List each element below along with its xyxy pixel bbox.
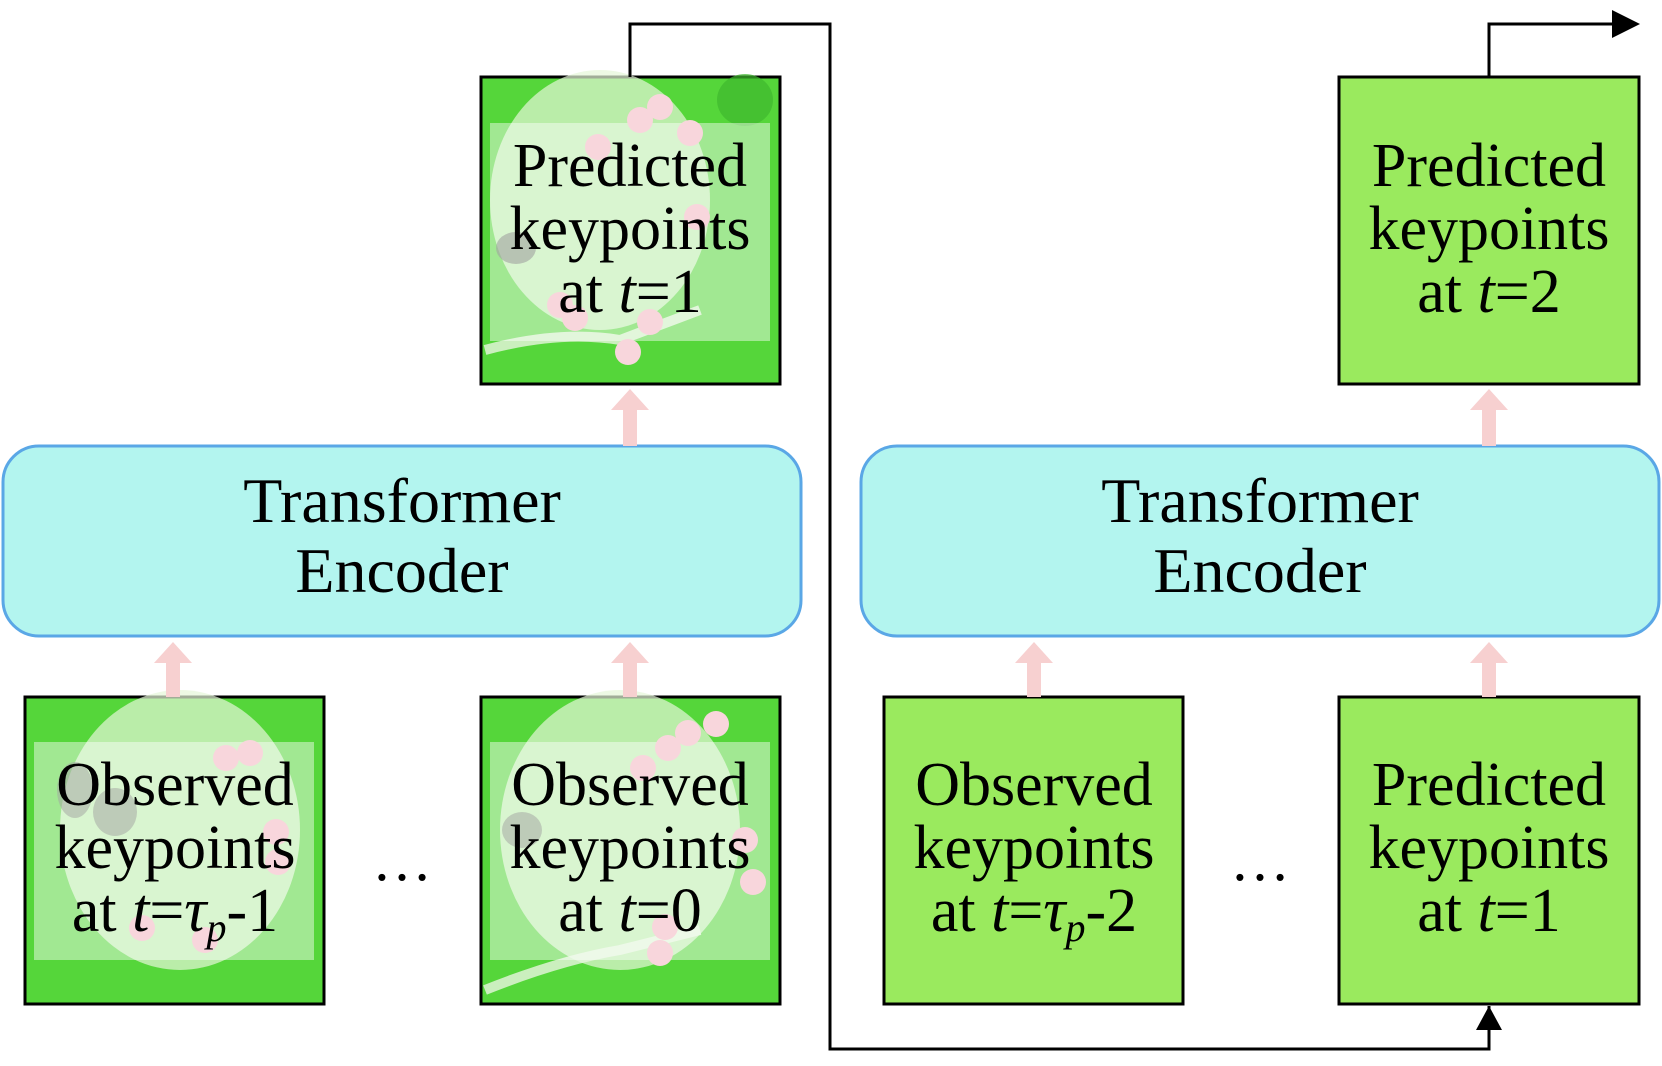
box-line3: at t=2 bbox=[1417, 258, 1560, 326]
up-arrows bbox=[154, 389, 1508, 697]
tail-shape bbox=[483, 305, 702, 355]
feedback-connector bbox=[628, 22, 1491, 1051]
mouse-eye bbox=[496, 232, 536, 264]
box-line1: Observed bbox=[56, 751, 294, 819]
box-line1: Predicted bbox=[1372, 751, 1606, 819]
right-input-box-1: Observed keypoints at t=τp-2 bbox=[882, 695, 1185, 1006]
keypoint-dots bbox=[129, 740, 291, 953]
up-arrow bbox=[611, 389, 649, 446]
ellipsis-right: … bbox=[1230, 827, 1290, 893]
box-line1: Predicted bbox=[1372, 132, 1606, 200]
mouse-body bbox=[490, 70, 710, 330]
left-input-box-2: Observed keypoints at t=0 bbox=[479, 690, 782, 1006]
cage-hole bbox=[717, 74, 773, 126]
encoder-line2: Encoder bbox=[295, 535, 508, 606]
left-output-box: Predicted keypoints at t=1 bbox=[479, 70, 782, 386]
box-line2: keypoints bbox=[913, 814, 1154, 882]
up-arrow bbox=[1470, 389, 1508, 446]
box-line2: keypoints bbox=[509, 195, 750, 263]
left-input-box-1: Observed keypoints at t=τp-1 bbox=[23, 690, 326, 1006]
right-input-box-2: Predicted keypoints at t=1 bbox=[1337, 695, 1641, 1006]
mouse-body bbox=[500, 690, 740, 970]
up-arrow bbox=[1470, 642, 1508, 697]
encoder-line1: Transformer bbox=[243, 465, 561, 536]
keypoint-dots bbox=[630, 711, 766, 966]
box-line3: at t=0 bbox=[558, 877, 701, 945]
box-line2: keypoints bbox=[509, 814, 750, 882]
box-line1: Observed bbox=[511, 751, 749, 819]
mouse-eye bbox=[502, 812, 542, 848]
up-arrow bbox=[154, 642, 192, 697]
mouse-eye bbox=[93, 788, 137, 836]
mouse-ear bbox=[57, 762, 93, 818]
transformer-encoder-left: Transformer Encoder bbox=[1, 444, 803, 638]
encoder-line2: Encoder bbox=[1153, 535, 1366, 606]
up-arrow bbox=[1015, 642, 1053, 697]
ellipsis-left: … bbox=[372, 827, 432, 893]
box-line3: at t=τp-1 bbox=[72, 877, 278, 950]
box-line3: at t=1 bbox=[1417, 877, 1560, 945]
right-output-box: Predicted keypoints at t=2 bbox=[1337, 75, 1641, 386]
up-arrow bbox=[611, 642, 649, 697]
box-line2: keypoints bbox=[54, 814, 295, 882]
output-connector bbox=[1487, 22, 1612, 77]
box-line3: at t=1 bbox=[558, 258, 701, 326]
keypoint-dots bbox=[547, 94, 710, 365]
encoder-line1: Transformer bbox=[1101, 465, 1419, 536]
box-line2: keypoints bbox=[1368, 814, 1609, 882]
label-overlay bbox=[490, 742, 770, 960]
box-line2: keypoints bbox=[1368, 195, 1609, 263]
feedback-arrowhead bbox=[1476, 1006, 1502, 1030]
box-line1: Predicted bbox=[513, 132, 747, 200]
box-line3: at t=τp-2 bbox=[931, 877, 1137, 950]
output-arrowhead bbox=[1612, 10, 1640, 38]
label-overlay bbox=[490, 123, 770, 341]
tail-shape bbox=[483, 925, 702, 995]
transformer-encoder-right: Transformer Encoder bbox=[859, 444, 1661, 638]
label-overlay bbox=[34, 742, 314, 960]
box-line1: Observed bbox=[915, 751, 1153, 819]
